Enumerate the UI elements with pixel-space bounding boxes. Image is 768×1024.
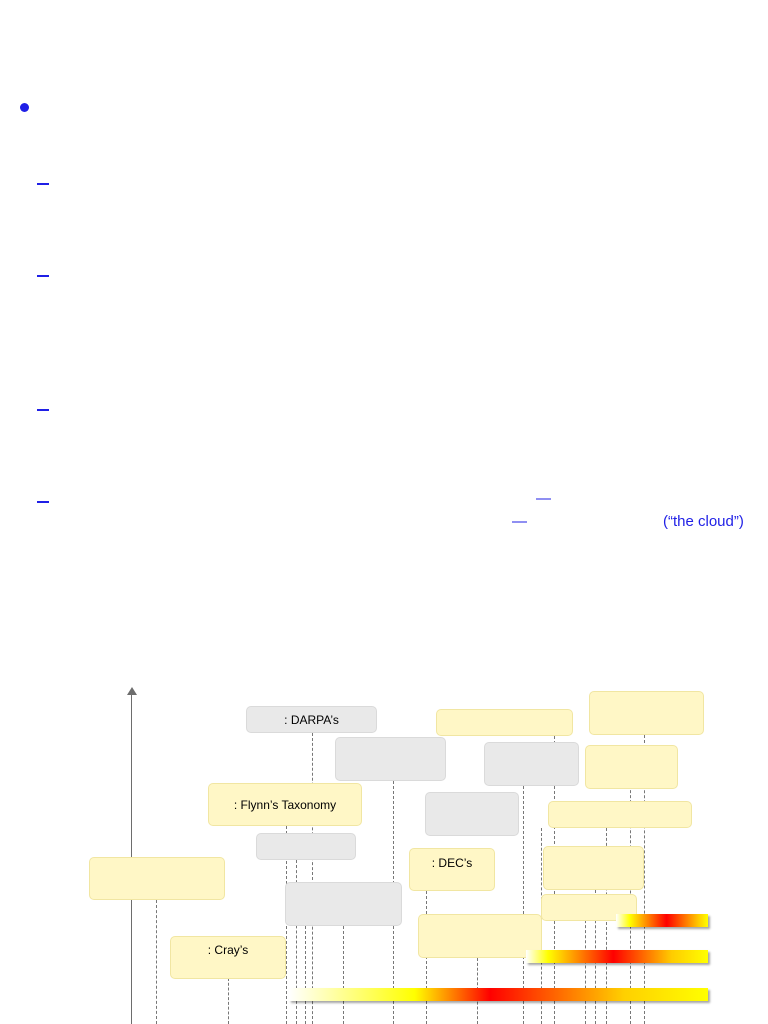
cray-box: : Cray’s (170, 936, 286, 979)
level2-dash-2 (37, 275, 49, 277)
dec-label: : DEC’s (431, 856, 473, 870)
cray-label: : Cray’s (207, 943, 249, 957)
era-bar-3 (289, 988, 708, 1001)
yellow-box (418, 914, 542, 958)
level2-dash-1 (37, 183, 49, 185)
darpa-label: : DARPA’s (284, 712, 339, 727)
level2-dash-4 (37, 501, 49, 503)
yellow-box (585, 745, 678, 789)
drop-line (644, 735, 645, 1024)
drop-line (228, 978, 229, 1024)
drop-line (585, 910, 586, 1024)
gray-box (484, 742, 579, 786)
yellow-box (89, 857, 225, 900)
flynn-label: : Flynn’s Taxonomy (233, 797, 337, 812)
yellow-box (548, 801, 692, 828)
drop-line (523, 786, 524, 1024)
era-bar-2 (526, 950, 708, 963)
drop-line (312, 733, 313, 1024)
level2-dash-3 (37, 409, 49, 411)
em-dash-fragment-2: — (512, 513, 527, 530)
dec-box: : DEC’s (409, 848, 495, 891)
axis-arrow-icon (127, 687, 137, 695)
gray-box (285, 882, 402, 926)
gray-box (335, 737, 446, 781)
yellow-box (436, 709, 573, 736)
level1-bullet-dot (20, 103, 29, 112)
drop-line (296, 860, 297, 1024)
em-dash-fragment-1: — (536, 490, 551, 507)
gray-box (425, 792, 519, 836)
drop-line (156, 900, 157, 1024)
yellow-box (589, 691, 704, 735)
drop-line (630, 760, 631, 1024)
the-cloud-text: (“the cloud”) (663, 513, 744, 530)
drop-line (305, 926, 306, 1024)
drop-line (606, 828, 607, 1024)
flynn-box: : Flynn’s Taxonomy (208, 783, 362, 826)
gray-box (256, 833, 356, 860)
darpa-box: : DARPA’s (246, 706, 377, 733)
drop-line (343, 926, 344, 1024)
yellow-box (543, 846, 644, 890)
era-bar-1 (616, 914, 708, 927)
